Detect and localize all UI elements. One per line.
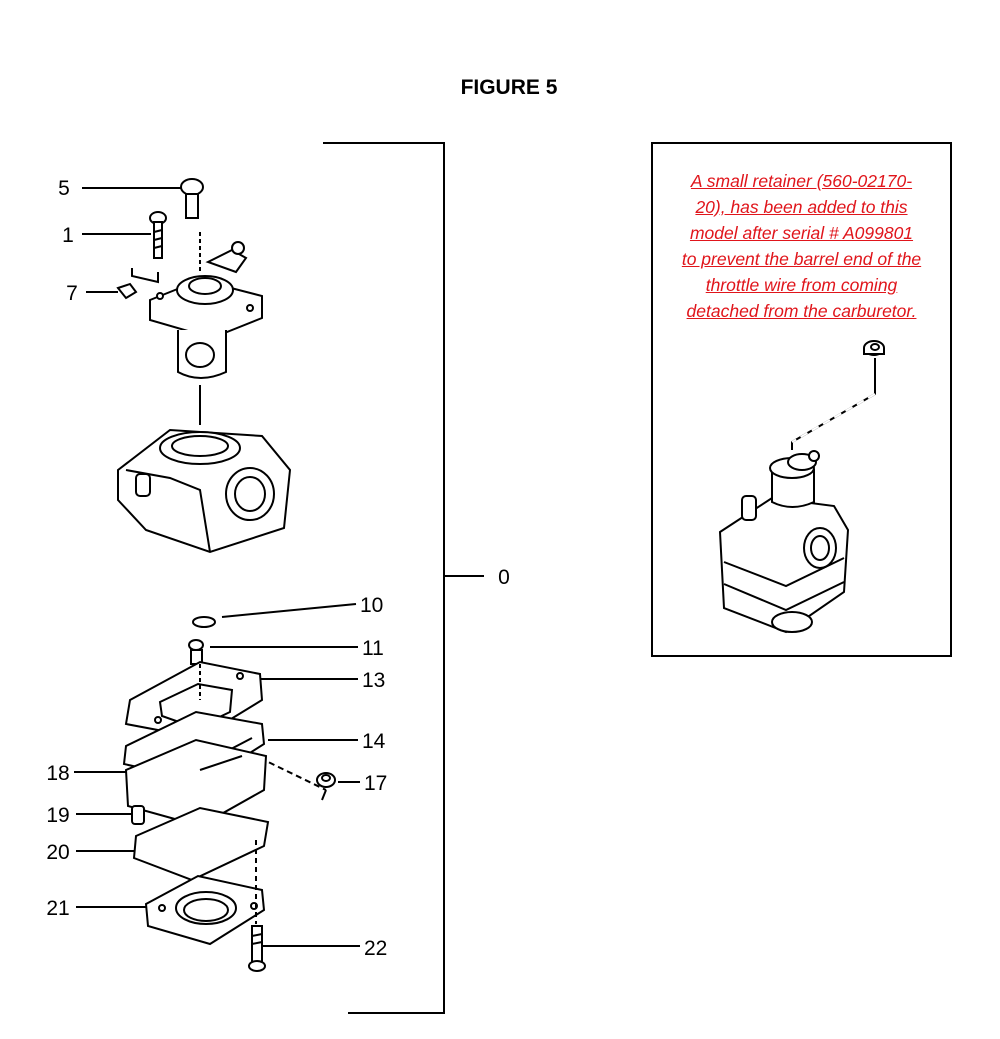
callout-11: 11 — [362, 637, 384, 660]
note-line: to prevent the barrel end of the — [681, 249, 922, 269]
note-line: 20), has been added to this — [695, 197, 908, 217]
figure-title: FIGURE 5 — [460, 76, 558, 99]
note-line: detached from the carburetor. — [686, 301, 917, 321]
note-line: throttle wire from coming — [705, 275, 898, 295]
leader-17-tick — [321, 789, 327, 801]
part-10-ring — [192, 616, 216, 628]
callout-19: 19 — [46, 804, 69, 827]
carburetor-detail-icon — [718, 450, 850, 634]
callout-18: 18 — [46, 762, 69, 785]
retainer-note-panel: A small retainer (560-02170- 20), has be… — [651, 142, 952, 657]
leader-17-dash — [259, 757, 327, 791]
assembly-bracket — [323, 142, 445, 1014]
part-7-retainer — [116, 268, 159, 300]
callout-13: 13 — [362, 669, 385, 692]
part-22-screw — [248, 925, 266, 972]
callout-14: 14 — [362, 730, 386, 753]
part-17-retainer — [316, 772, 336, 788]
part-5-idle-screw — [180, 178, 204, 219]
retainer-note-text: A small retainer (560-02170- 20), has be… — [653, 168, 950, 324]
part-18-diaphragm-cover — [124, 738, 268, 828]
retainer-clip-icon — [863, 340, 885, 356]
part-1-screw — [149, 211, 167, 259]
carburetor-main-body — [117, 428, 292, 554]
carburetor-top-body — [149, 232, 263, 379]
part-20-gasket — [132, 806, 270, 882]
callout-7: 7 — [66, 282, 78, 305]
callout-0: 0 — [498, 566, 510, 589]
part-19-fitting — [131, 805, 145, 825]
callout-20: 20 — [46, 841, 69, 864]
part-11-valve — [188, 639, 204, 665]
part-21-cover — [144, 874, 266, 946]
note-line: model after serial # A099801 — [689, 223, 914, 243]
retainer-leader — [791, 358, 876, 450]
callout-22: 22 — [364, 937, 387, 960]
callout-10: 10 — [360, 594, 383, 617]
callout-17: 17 — [364, 772, 387, 795]
retainer-detail-illustration — [718, 340, 885, 634]
callout-1: 1 — [62, 224, 74, 247]
callout-5: 5 — [58, 177, 70, 200]
callout-21: 21 — [46, 897, 69, 920]
note-line: A small retainer (560-02170- — [690, 171, 913, 191]
leader-10 — [221, 603, 357, 618]
